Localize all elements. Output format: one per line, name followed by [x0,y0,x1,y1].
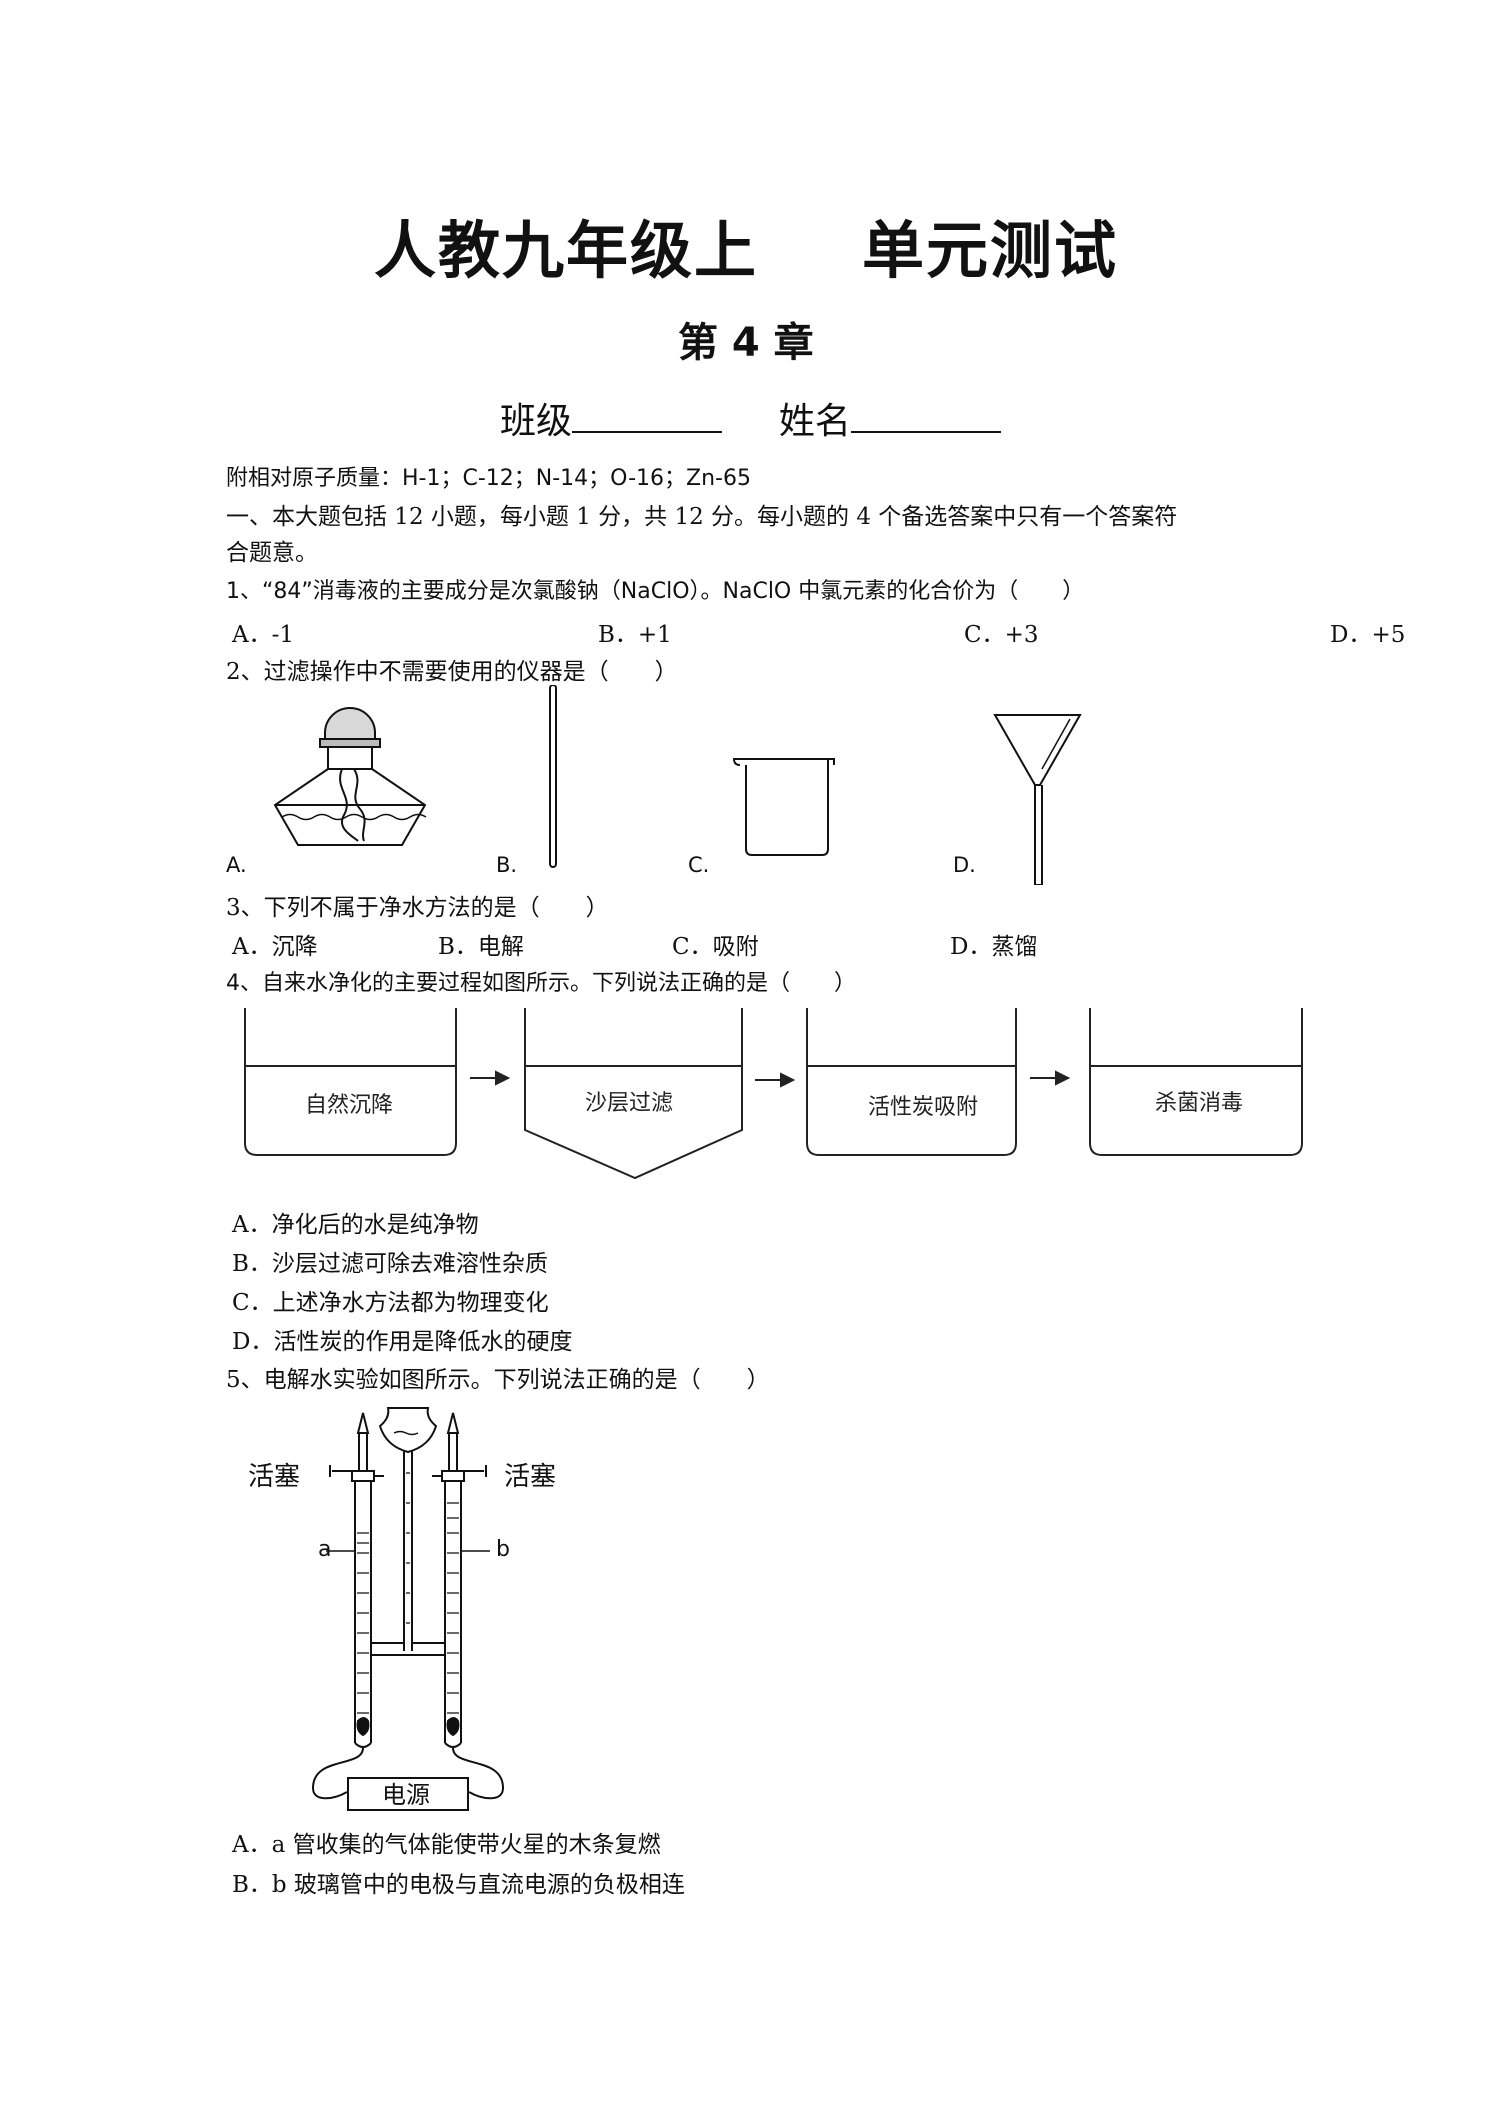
q1-option-b: B．+1 [598,622,672,648]
q2-label-d: D. [953,853,976,877]
name-blank[interactable] [850,399,1001,433]
q4-stem: 4、自来水净化的主要过程如图所示。下列说法正确的是（ ） [226,971,856,996]
q5-stem: 5、电解水实验如图所示。下列说法正确的是（ ） [226,1367,770,1393]
tube-a-label: a [318,1537,331,1562]
q2-label-a: A. [226,853,247,877]
q3-option-b: B．电解 [438,934,524,960]
chapter-heading: 第 4 章 [678,320,814,366]
q1-option-a: A．-1 [232,622,295,648]
q3-option-a: A．沉降 [232,934,318,960]
q5-option-b: B．b 玻璃管中的电极与直流电源的负极相连 [232,1872,685,1898]
class-blank[interactable] [572,399,723,433]
student-info-line: 班级 姓名 [500,392,1001,444]
step-sand-filter: 沙层过滤 [585,1091,673,1116]
tube-b-label: b [496,1537,510,1562]
q1-option-c: C．+3 [964,622,1039,648]
step-settling: 自然沉降 [305,1093,393,1118]
page-title-left: 人教九年级上 [374,214,759,287]
step-carbon-adsorb: 活性炭吸附 [868,1095,978,1120]
q3-option-c: C．吸附 [672,934,759,960]
q2-apparatus-figure [273,685,1082,885]
beaker-icon [732,758,835,856]
alcohol-lamp-icon [273,707,427,846]
q2-stem: 2、过滤操作中不需要使用的仪器是（ ） [226,659,678,685]
section-instruction-line2: 合题意。 [226,540,318,566]
class-label: 班级 [500,401,573,442]
q4-option-d: D．活性炭的作用是降低水的硬度 [232,1329,573,1355]
q4-option-c: C．上述净水方法都为物理变化 [232,1290,549,1316]
q4-option-b: B．沙层过滤可除去难溶性杂质 [232,1251,548,1277]
atomic-mass-note: 附相对原子质量：H-1；C-12；N-14；O-16；Zn-65 [226,466,751,491]
q1-stem: 1、“84”消毒液的主要成分是次氯酸钠（NaClO）。NaClO 中氯元素的化合… [226,579,1085,604]
water-purification-diagram: 自然沉降 沙层过滤 活性炭吸附 杀菌消毒 [244,1008,1303,1180]
page-title-right: 单元测试 [862,214,1119,287]
valve-left-label: 活塞 [248,1462,300,1492]
step-disinfect: 杀菌消毒 [1155,1091,1243,1116]
q2-label-b: B. [496,853,518,877]
q5-option-a: A．a 管收集的气体能使带火星的木条复燃 [232,1832,661,1858]
q3-option-d: D．蒸馏 [950,934,1038,960]
funnel-icon [993,714,1082,885]
power-source-label: 电源 [382,1781,430,1809]
q1-option-d: D．+5 [1330,622,1406,648]
valve-right-label: 活塞 [504,1462,556,1492]
q2-label-c: C. [688,853,710,877]
electrolysis-diagram: 活塞 活塞 a b 电源 [248,1407,556,1811]
q4-option-a: A．净化后的水是纯净物 [232,1212,479,1238]
name-label: 姓名 [778,401,851,442]
glass-rod-icon [549,685,557,868]
section-instruction-line1: 一、本大题包括 12 小题，每小题 1 分，共 12 分。每小题的 4 个备选答… [226,504,1178,530]
q3-stem: 3、下列不属于净水方法的是（ ） [226,895,609,921]
